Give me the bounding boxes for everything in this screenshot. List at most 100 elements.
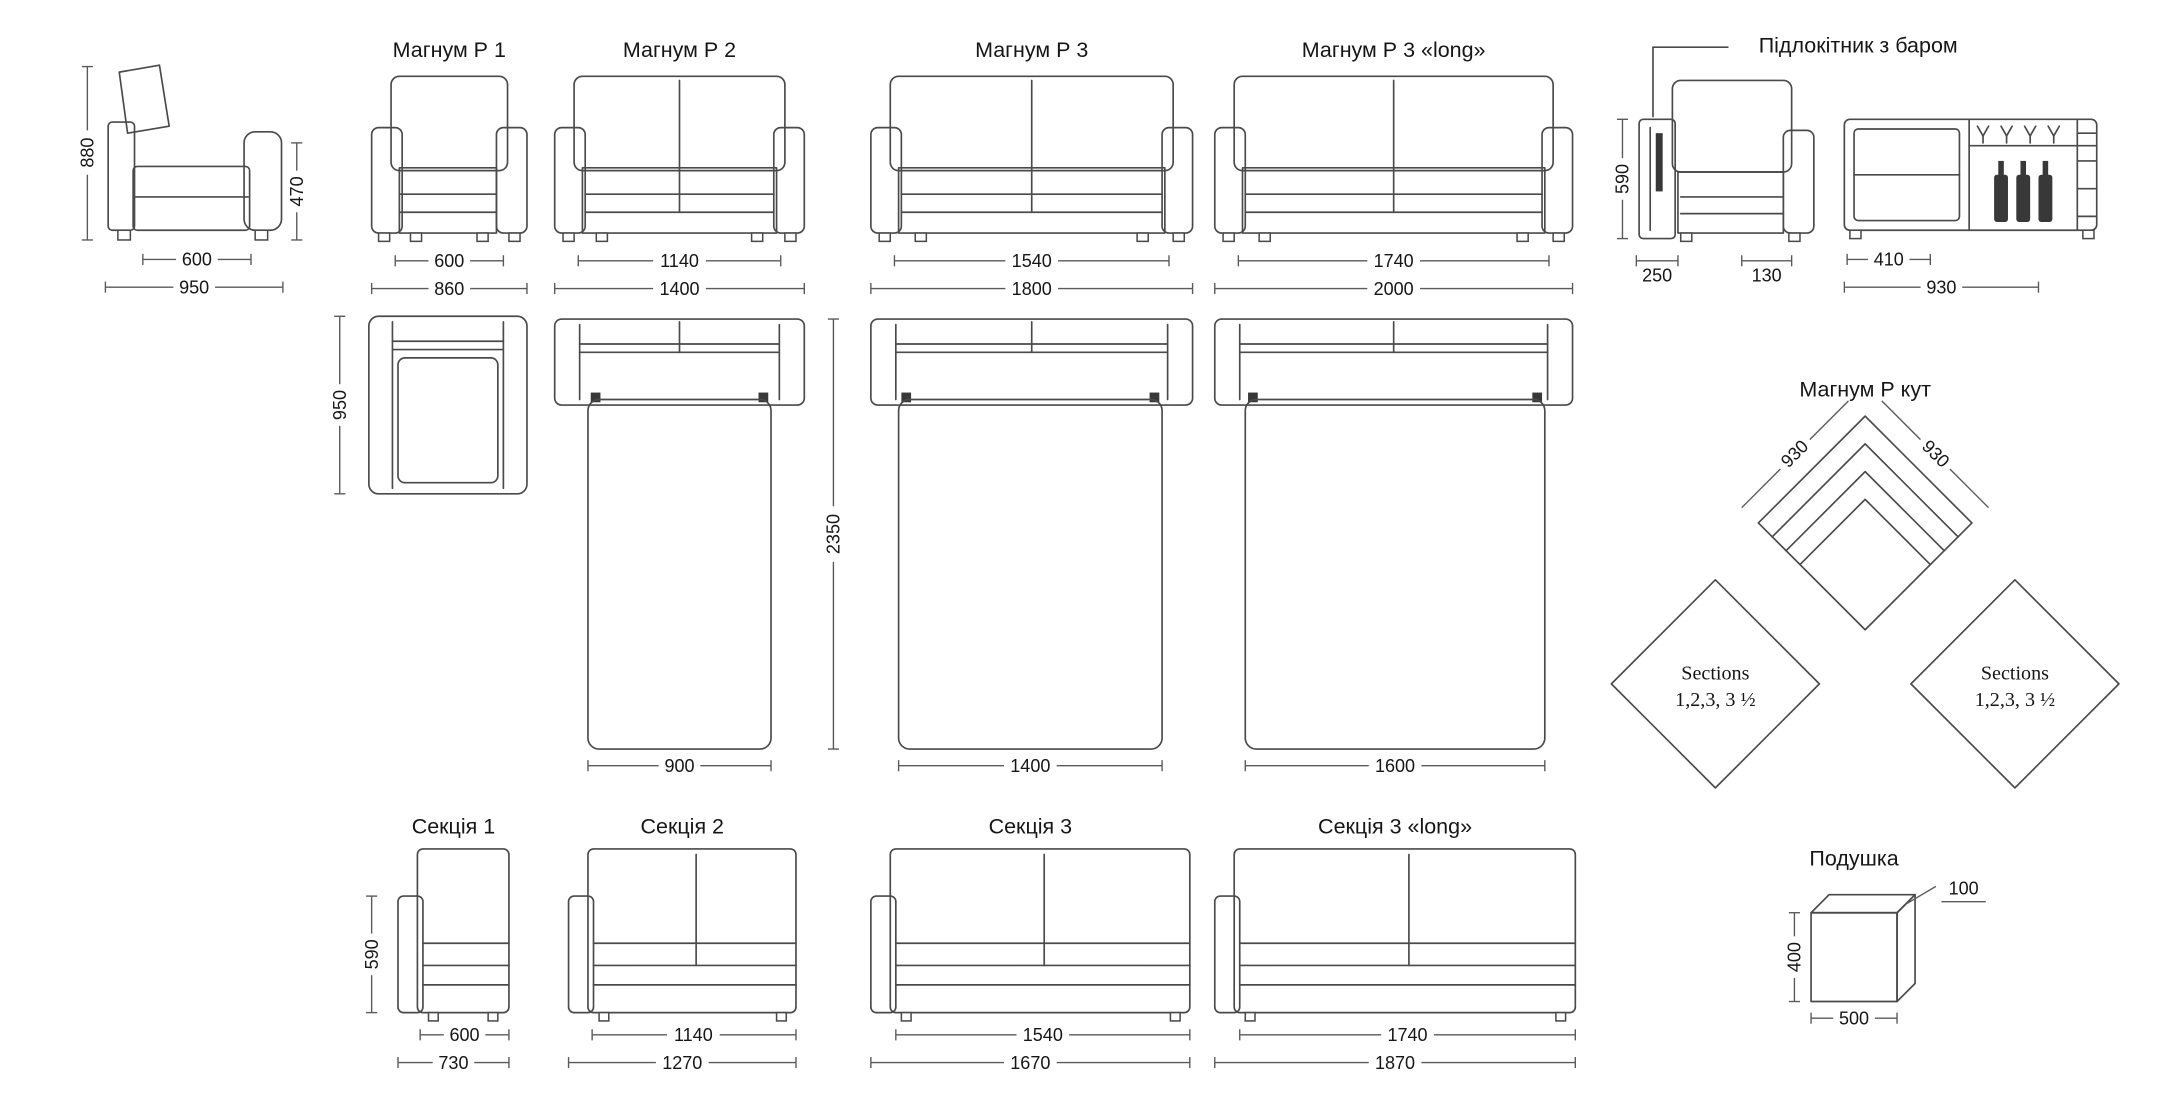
cushion-thickness-dim: 100 <box>1905 879 1986 906</box>
bed2-width-dim: 1400 <box>897 755 1163 777</box>
magnum-p3-bed-drawing <box>870 318 1194 750</box>
svg-text:500: 500 <box>1839 1008 1869 1028</box>
left-diamond-label-line2: 1,2,3, 3 ½ <box>1675 689 1755 711</box>
corner-dim-left: 930 <box>1741 400 1849 509</box>
bed1-width-dim: 900 <box>587 755 772 777</box>
svg-text:410: 410 <box>1874 250 1904 270</box>
corner-dim-right: 930 <box>1881 400 1990 509</box>
svg-text:1870: 1870 <box>1375 1053 1415 1073</box>
svg-text:130: 130 <box>1752 266 1782 286</box>
bar-depth-dim: 410 <box>1846 248 1932 270</box>
svg-text:900: 900 <box>664 756 694 776</box>
bar-bottles-icon <box>1994 160 2053 222</box>
magnum-p1-front-drawing <box>370 75 528 243</box>
bar-unit-drawing <box>1843 118 2098 240</box>
svg-text:600: 600 <box>434 251 464 271</box>
svg-text:1740: 1740 <box>1387 1025 1427 1045</box>
p3-width-seat-dim: 1540 <box>893 250 1170 272</box>
corner-right-diamond: Sections 1,2,3, 3 ½ <box>1910 578 2120 789</box>
bed3-width-dim: 1600 <box>1244 755 1546 777</box>
svg-text:1740: 1740 <box>1374 251 1414 271</box>
p2-width-seat-dim: 1140 <box>577 250 782 272</box>
magnum-p1-top-view-drawing <box>368 315 528 495</box>
svg-text:590: 590 <box>1613 164 1633 194</box>
p2-width-total-dim: 1400 <box>553 278 805 299</box>
title-section-3-long: Секція 3 «long» <box>1318 815 1472 839</box>
side-view-depth-seat-dim: 600 <box>142 248 252 270</box>
svg-text:1540: 1540 <box>1023 1025 1063 1045</box>
section3-width-seat-dim: 1540 <box>895 1024 1191 1046</box>
sofa-side-view-drawing <box>107 64 283 241</box>
right-diamond-label-line2: 1,2,3, 3 ½ <box>1975 689 2055 711</box>
section3-long-width-total-dim: 1870 <box>1214 1052 1577 1073</box>
bar-armrest-width-dim: 250 <box>1635 255 1679 286</box>
svg-text:1540: 1540 <box>1012 251 1052 271</box>
svg-text:600: 600 <box>450 1025 480 1045</box>
magnum-p3-long-front-drawing <box>1213 75 1574 243</box>
bar-height-dim: 590 <box>1612 118 1633 240</box>
cushion-height-dim: 400 <box>1784 912 1805 1003</box>
cushion-width-dim: 500 <box>1810 1007 1898 1029</box>
bar-glasses-icon <box>1976 125 2061 144</box>
svg-text:1140: 1140 <box>674 1025 713 1045</box>
side-view-seat-height-dim: 470 <box>286 142 308 241</box>
right-diamond-label-line1: Sections <box>1981 663 2049 685</box>
bar-armrest <box>1638 118 1676 240</box>
section3-width-total-dim: 1670 <box>870 1052 1191 1073</box>
svg-text:1140: 1140 <box>660 251 699 271</box>
title-magnum-p1: Магнум Р 1 <box>393 38 506 62</box>
section3-long-width-seat-dim: 1740 <box>1239 1024 1577 1046</box>
left-diamond-label-line1: Sections <box>1681 663 1749 685</box>
title-magnum-p3-long: Магнум Р 3 «long» <box>1302 38 1486 62</box>
bar-width-dim: 930 <box>1843 276 2040 298</box>
svg-text:2350: 2350 <box>824 514 844 554</box>
title-cushion: Подушка <box>1809 847 1898 871</box>
svg-text:1270: 1270 <box>662 1053 702 1073</box>
p3-long-width-seat-dim: 1740 <box>1237 250 1550 272</box>
bar-gap-dim: 130 <box>1741 255 1793 286</box>
section2-width-total-dim: 1270 <box>567 1052 797 1073</box>
bed-length-dim: 2350 <box>823 318 844 750</box>
svg-text:1670: 1670 <box>1010 1053 1050 1073</box>
section-3-drawing <box>870 848 1191 1022</box>
magnum-p3-long-bed-drawing <box>1213 318 1574 750</box>
section-1-drawing <box>397 848 510 1022</box>
bar-rack <box>2076 118 2098 232</box>
bar-armrest-chair-drawing <box>1638 46 1815 243</box>
title-section-1: Секція 1 <box>412 815 495 839</box>
svg-text:1600: 1600 <box>1375 756 1415 776</box>
svg-text:1400: 1400 <box>1010 756 1050 776</box>
svg-text:1800: 1800 <box>1012 279 1052 299</box>
svg-text:860: 860 <box>434 279 464 299</box>
svg-text:590: 590 <box>362 939 382 969</box>
svg-text:950: 950 <box>330 390 350 420</box>
svg-text:100: 100 <box>1949 879 1979 899</box>
svg-text:1400: 1400 <box>659 279 699 299</box>
p3-long-width-total-dim: 2000 <box>1214 278 1574 299</box>
svg-text:250: 250 <box>1642 266 1672 286</box>
svg-text:950: 950 <box>179 277 209 297</box>
magnum-p3-front-drawing <box>870 75 1194 243</box>
magnum-p2-front-drawing <box>553 75 806 243</box>
svg-text:400: 400 <box>1785 942 1805 972</box>
svg-text:930: 930 <box>1926 277 1956 297</box>
corner-left-diamond: Sections 1,2,3, 3 ½ <box>1610 578 1821 789</box>
svg-text:2000: 2000 <box>1374 279 1414 299</box>
sofa-depth-dim: 950 <box>329 315 351 495</box>
p3-width-total-dim: 1800 <box>870 278 1194 299</box>
magnum-p2-bed-drawing <box>553 318 806 750</box>
svg-text:600: 600 <box>182 250 212 270</box>
svg-text:470: 470 <box>287 176 307 206</box>
svg-text:880: 880 <box>78 138 98 168</box>
side-view-height-dim: 880 <box>76 65 98 241</box>
corner-module-drawing <box>1757 415 1973 631</box>
title-magnum-p2: Магнум Р 2 <box>623 38 736 62</box>
title-section-2: Секція 2 <box>641 815 724 839</box>
title-section-3: Секція 3 <box>989 815 1072 839</box>
cushion-drawing <box>1810 893 1916 1003</box>
section2-width-seat-dim: 1140 <box>591 1024 797 1046</box>
section1-width-seat-dim: 600 <box>419 1024 510 1046</box>
section-3-long-drawing <box>1213 848 1577 1022</box>
